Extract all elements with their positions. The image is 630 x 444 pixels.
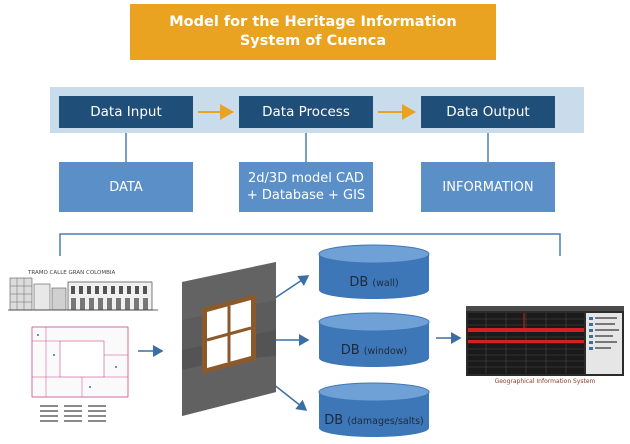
arrow-to-db-wall bbox=[271, 275, 310, 301]
gis-screenshot-image: Geographical Information System bbox=[466, 306, 624, 385]
information-label: INFORMATION bbox=[442, 179, 534, 195]
db-damages-name: (damages/salts) bbox=[347, 416, 424, 427]
db-damages-cylinder: DB (damages/salts) bbox=[318, 382, 430, 440]
data-input-box: Data Input bbox=[59, 96, 193, 128]
diagram-title: Model for the Heritage Information Syste… bbox=[130, 4, 496, 60]
gis-caption: Geographical Information System bbox=[494, 378, 596, 385]
bracket-line bbox=[59, 233, 561, 256]
floor-plan-drawing bbox=[31, 326, 129, 422]
facade-elevation-drawing bbox=[8, 277, 158, 311]
elevation-caption: TRAMO CALLE GRAN COLOMBIA bbox=[28, 270, 116, 276]
db-wall-name: (wall) bbox=[372, 278, 399, 289]
title-line-2: System of Cuenca bbox=[239, 33, 387, 49]
db-wall-label: DB (wall) bbox=[318, 275, 430, 290]
data-process-box: Data Process bbox=[239, 96, 373, 128]
db-wall-cylinder-shape bbox=[318, 244, 430, 299]
data-label: DATA bbox=[109, 179, 143, 195]
gis-screenshot-drawing bbox=[466, 306, 624, 376]
vertical-connectors bbox=[125, 133, 489, 162]
data-output-label: Data Output bbox=[446, 104, 530, 120]
db-wall-prefix: DB bbox=[349, 275, 369, 290]
facade-elevation-image: TRAMO CALLE GRAN COLOMBIA bbox=[8, 270, 158, 320]
wall-window-drawing bbox=[182, 262, 276, 416]
db-window-cylinder: DB (window) bbox=[318, 312, 430, 370]
data-output-box: Data Output bbox=[421, 96, 555, 128]
floor-plan-image bbox=[30, 325, 130, 435]
data-input-label: Data Input bbox=[90, 104, 162, 120]
db-window-cylinder-shape bbox=[318, 312, 430, 367]
db-window-label: DB (window) bbox=[318, 343, 430, 358]
information-box: INFORMATION bbox=[421, 162, 555, 212]
db-wall-cylinder: DB (wall) bbox=[318, 244, 430, 302]
db-damages-prefix: DB bbox=[324, 413, 344, 428]
data-box: DATA bbox=[59, 162, 193, 212]
db-window-prefix: DB bbox=[340, 343, 360, 358]
db-window-name: (window) bbox=[363, 346, 408, 357]
model-label-line-1: 2d/3D model CAD bbox=[248, 171, 364, 186]
data-process-label: Data Process bbox=[262, 104, 350, 120]
model-box: 2d/3D model CAD + Database + GIS bbox=[239, 162, 373, 212]
wall-window-model bbox=[172, 260, 282, 420]
title-line-1: Model for the Heritage Information bbox=[169, 14, 457, 30]
db-damages-label: DB (damages/salts) bbox=[318, 413, 430, 428]
model-label-line-2: + Database + GIS bbox=[246, 188, 366, 203]
db-damages-cylinder-shape bbox=[318, 382, 430, 437]
